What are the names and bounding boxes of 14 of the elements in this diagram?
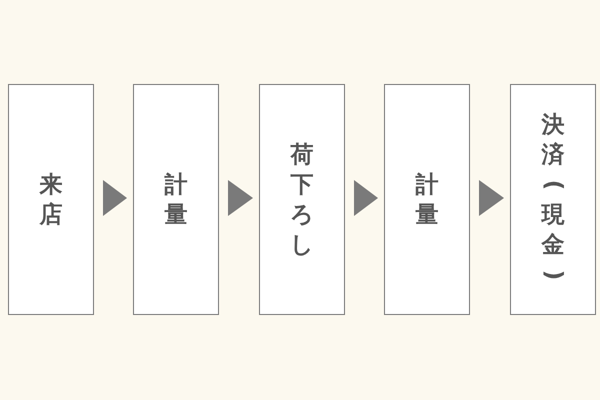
step-box xyxy=(8,84,94,315)
step-box xyxy=(133,84,219,315)
step-box xyxy=(510,84,596,315)
arrow xyxy=(479,180,504,216)
arrow xyxy=(228,180,253,216)
arrow xyxy=(103,180,127,216)
step-label: 計量 xyxy=(164,170,188,230)
arrow xyxy=(354,180,378,216)
step-label: 決済(現金) xyxy=(542,110,564,282)
step-label: 計量 xyxy=(416,170,438,230)
step-label: 荷下ろし xyxy=(290,140,314,260)
step-box xyxy=(384,84,470,315)
step-box xyxy=(259,84,345,315)
step-label: 来店 xyxy=(40,170,62,230)
